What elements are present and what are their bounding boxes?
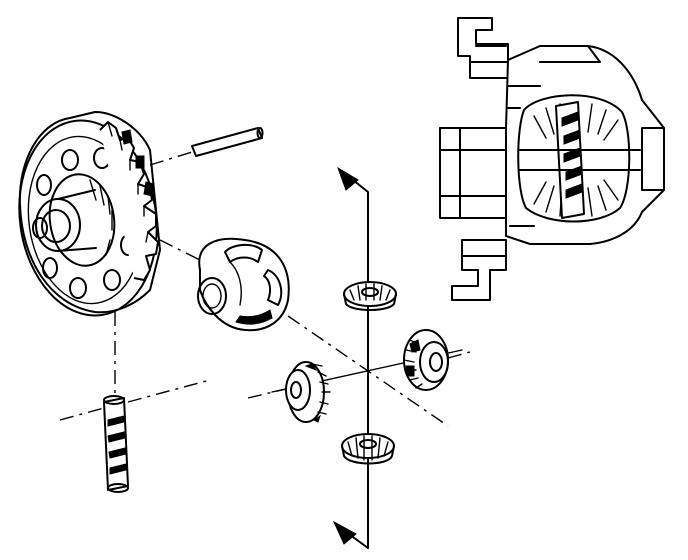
pinion-shaft-pin	[149, 127, 264, 166]
axis-ringgear-case	[159, 239, 201, 261]
pinion-gear-bottom	[341, 433, 395, 465]
ring-gear-teeth	[99, 121, 159, 281]
pinion-shaft	[59, 312, 211, 493]
differential-assembly	[439, 17, 665, 301]
differential-case	[197, 237, 290, 332]
ring-gear	[18, 111, 161, 317]
pinion-gear-top	[343, 281, 397, 311]
assembly-internal-gears	[519, 101, 641, 219]
side-gear-right	[403, 329, 471, 391]
side-gear-left	[285, 361, 331, 423]
